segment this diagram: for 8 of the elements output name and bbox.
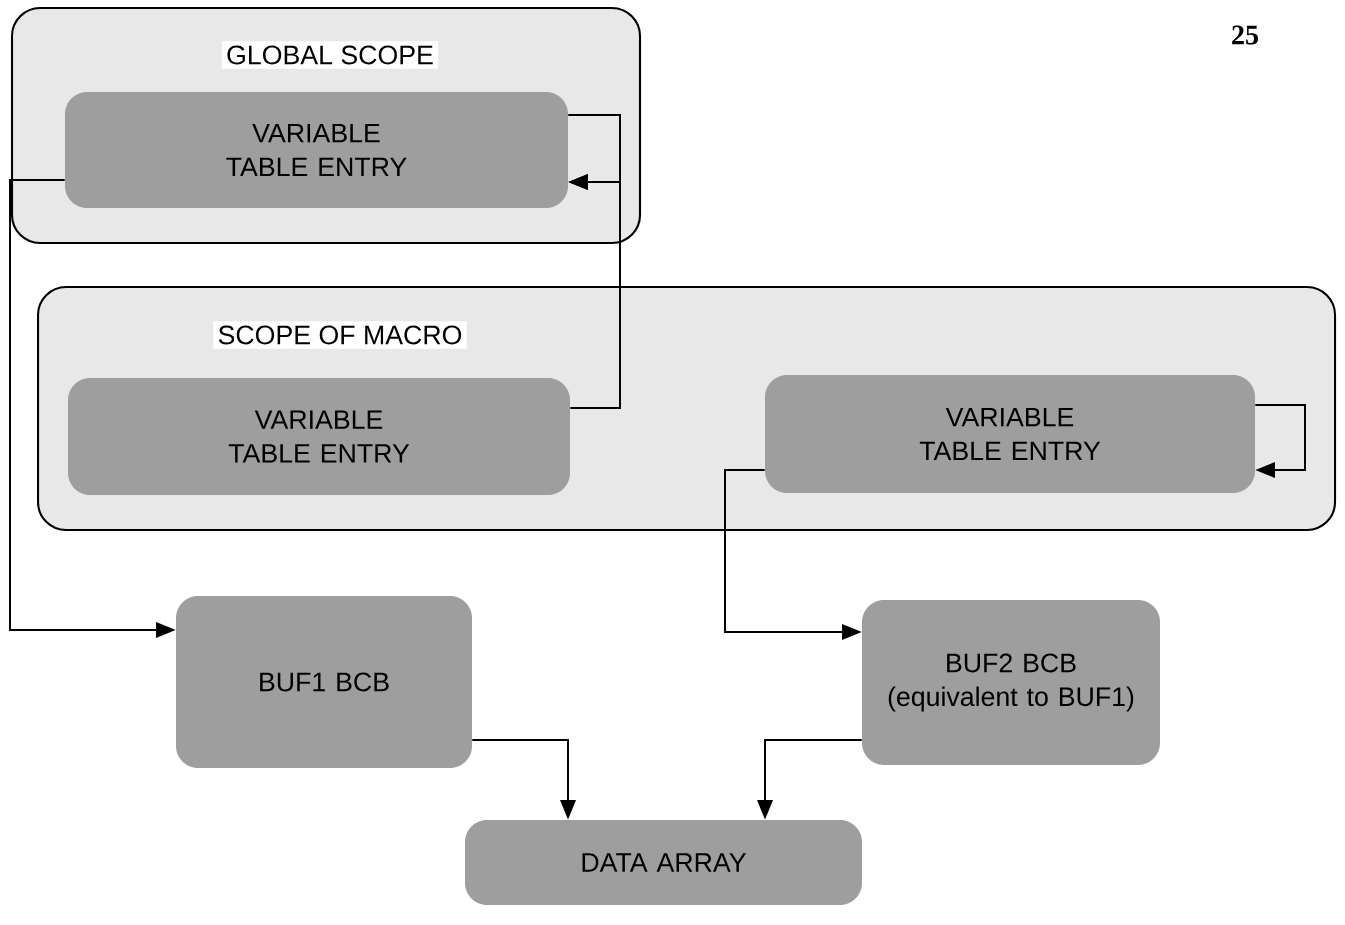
arrow — [1254, 404, 1306, 478]
page-number: 25 — [1232, 25, 1259, 45]
entry-box: BUF2 BCB (equivalent to BUF1) — [862, 600, 1160, 765]
entry-box: BUF1 BCB — [176, 596, 472, 768]
entry-box: VARIABLE TABLE ENTRY — [765, 375, 1255, 493]
entry-box: VARIABLE TABLE ENTRY — [68, 377, 570, 495]
entry-box: DATA ARRAY — [465, 820, 862, 905]
entry-box: VARIABLE TABLE ENTRY — [65, 92, 568, 208]
